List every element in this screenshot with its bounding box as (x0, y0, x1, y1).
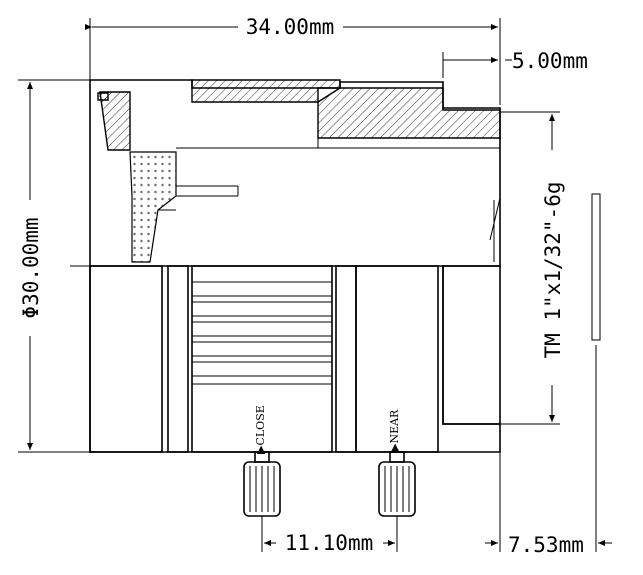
diameter-label: Φ30.00mm (19, 217, 43, 318)
iris-lock-screw[interactable] (378, 451, 416, 517)
internal-structure-lines (158, 138, 501, 262)
overall-length-label: 34.00mm (246, 15, 335, 39)
focus-ring-grooves (191, 281, 333, 385)
sensor-glass-plate (591, 193, 601, 341)
near-label: ▶NEAR (388, 409, 401, 452)
screw-spacing-label: 11.10mm (285, 531, 374, 555)
back-focal-dimension: 7.53mm (485, 345, 612, 557)
thread-spec-label: TM 1"x1/32"-6g (541, 181, 565, 358)
mount-thread (442, 265, 501, 425)
front-ring (89, 265, 163, 453)
focus-lock-screw[interactable] (243, 451, 281, 517)
screw-spacing-dimension: 11.10mm (261, 516, 398, 555)
flange-length-label: 5.00mm (512, 49, 588, 73)
diameter-dimension: Φ30.00mm (18, 79, 90, 453)
lens-barrel-rings (89, 265, 501, 453)
thread-spec-dimension: TM 1"x1/32"-6g (500, 111, 565, 425)
back-focal-label: 7.53mm (508, 533, 584, 557)
overall-length-dimension: 34.00mm (85, 15, 501, 105)
ring-direction-labels: ▶CLOSE ▶NEAR (254, 405, 401, 454)
retaining-ring (167, 265, 189, 453)
flange-length-dimension: 5.00mm (442, 49, 588, 78)
close-label: ▶CLOSE (254, 405, 267, 454)
cross-section-hatching (97, 79, 501, 263)
spacer-ring (335, 265, 357, 453)
